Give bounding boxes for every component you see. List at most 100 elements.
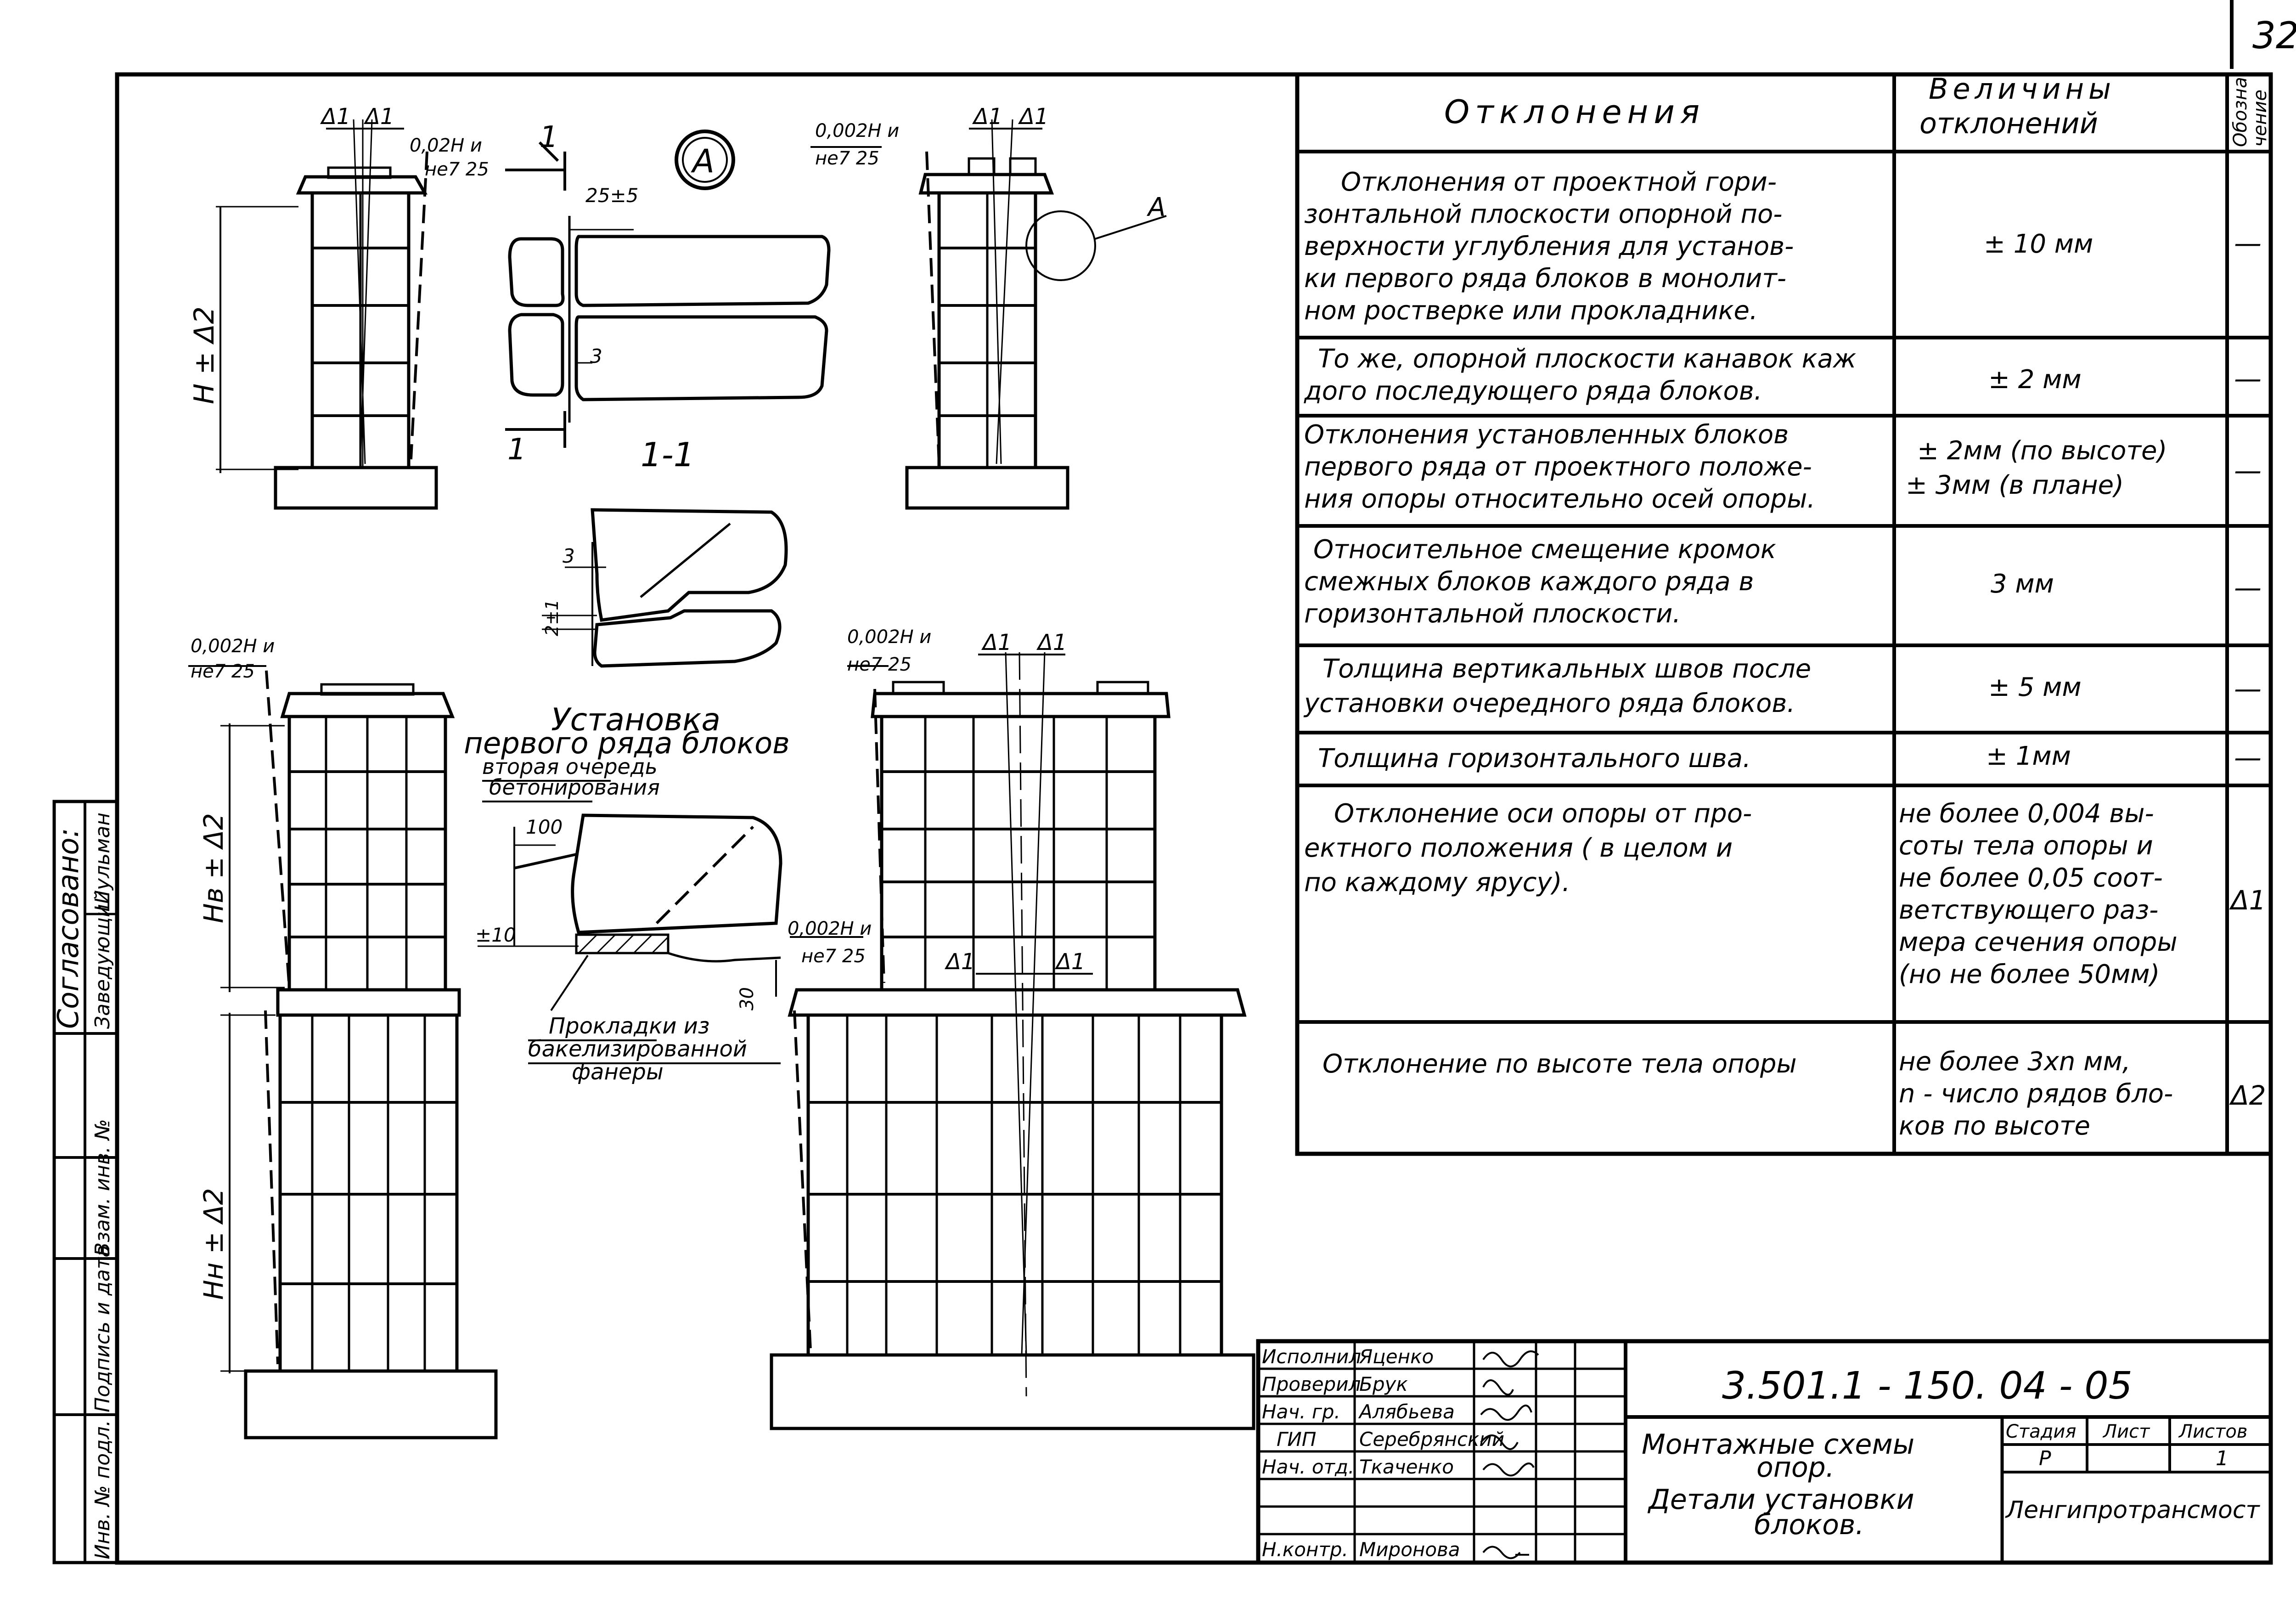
svg-text:смежных блоков каждого ряда в: смежных блоков каждого ряда в xyxy=(1304,567,1754,597)
svg-text:Яценко: Яценко xyxy=(1359,1345,1434,1368)
section-1-1 xyxy=(505,141,831,448)
cut-mark-top: 1 xyxy=(540,120,558,154)
stage-value: Р xyxy=(2039,1447,2051,1470)
install-dim-30: 30 xyxy=(737,987,758,1010)
pier2-detail-marker: А xyxy=(1147,192,1165,222)
svg-text:горизонтальной плоскости.: горизонтальной плоскости. xyxy=(1304,599,1681,629)
table-header-designation-2: чение xyxy=(2250,90,2271,147)
svg-text:по каждому ярусу).: по каждому ярусу). xyxy=(1304,868,1570,897)
pier4-dim-0002: 0,002Н и xyxy=(847,627,931,648)
title-block-grid xyxy=(1256,1339,2273,1565)
pier2-dim-ne25: не7 25 xyxy=(815,148,879,169)
detail-dim-3: 3 xyxy=(563,545,575,567)
svg-text:соты тела опоры и: соты тела опоры и xyxy=(1899,831,2153,861)
svg-text:зонтальной плоскости опорной п: зонтальной плоскости опорной по- xyxy=(1304,199,1782,229)
svg-text:Отклонение оси опоры от про-: Отклонение оси опоры от про- xyxy=(1334,799,1752,829)
pier2-delta1-a: Δ1 xyxy=(972,104,1002,130)
install-dim-10: ±10 xyxy=(475,924,516,946)
svg-text:То же, опорной плоскости канав: То же, опорной плоскости канавок каж xyxy=(1318,344,1856,374)
svg-text:Толщина горизонтального шва.: Толщина горизонтального шва. xyxy=(1318,744,1751,773)
pier4-delta1-c: Δ1 xyxy=(944,949,975,975)
svg-text:ектного положения ( в целом и: ектного положения ( в целом и xyxy=(1304,833,1733,863)
section-label: 1-1 xyxy=(641,435,695,474)
pier-elevation-2 xyxy=(810,119,1167,510)
svg-text:Исполнил: Исполнил xyxy=(1262,1345,1361,1368)
signatures xyxy=(1480,1350,1539,1559)
view-marker-letter: А xyxy=(691,142,715,180)
install-dim-100: 100 xyxy=(526,816,563,838)
svg-text:Алябьева: Алябьева xyxy=(1358,1400,1455,1423)
svg-text:—: — xyxy=(2234,742,2262,774)
side-stamp-zav-label: Заведующий xyxy=(91,891,114,1029)
table-row-7: Отклонение оси опоры от про- ектного пол… xyxy=(1304,799,2266,989)
svg-text:± 2мм (по высоте): ± 2мм (по высоте) xyxy=(1917,436,2167,466)
svg-text:n - число рядов бло-: n - число рядов бло- xyxy=(1899,1079,2173,1109)
svg-text:Проверил: Проверил xyxy=(1262,1373,1361,1395)
side-stamp-agreed: Согласовано: xyxy=(51,828,85,1029)
doc-title-2: опор. xyxy=(1756,1451,1835,1484)
pier4-delta1-a: Δ1 xyxy=(981,630,1012,655)
svg-text:—: — xyxy=(2234,455,2262,487)
svg-text:не более 0,004 вы-: не более 0,004 вы- xyxy=(1899,799,2154,829)
pier3-dim-ne25: не7 25 xyxy=(191,661,255,682)
side-stamp-zav-name: Шульман xyxy=(91,813,114,912)
pier4-dim-ne25: не7 25 xyxy=(847,654,912,675)
svg-text:Толщина вертикальных швов посл: Толщина вертикальных швов после xyxy=(1322,654,1811,684)
pier3-height-top: Нв ± Δ2 xyxy=(198,813,229,923)
svg-text:± 10 мм: ± 10 мм xyxy=(1984,229,2093,259)
svg-text:мера сечения опоры: мера сечения опоры xyxy=(1899,927,2178,957)
sheet-label: Лист xyxy=(2102,1421,2150,1442)
svg-text:3 мм: 3 мм xyxy=(1991,569,2054,599)
svg-text:ков по высоте: ков по высоте xyxy=(1899,1111,2090,1141)
svg-text:Ткаченко: Ткаченко xyxy=(1359,1456,1454,1478)
svg-text:Н.контр.: Н.контр. xyxy=(1262,1538,1348,1561)
svg-text:—: — xyxy=(2234,673,2262,705)
svg-text:(но не более 50мм): (но не более 50мм) xyxy=(1899,960,2160,989)
pier-elevation-3 xyxy=(188,665,498,1439)
table-row-3: Отклонения установленных блоков первого … xyxy=(1304,420,2262,514)
svg-text:Δ1: Δ1 xyxy=(2229,885,2266,916)
install-title-2: первого ряда блоков xyxy=(464,727,790,761)
svg-text:установки очередного ряда блок: установки очередного ряда блоков. xyxy=(1303,689,1795,718)
pier1-delta1-a: Δ1 xyxy=(320,104,350,130)
pier2-delta1-b: Δ1 xyxy=(1018,104,1048,130)
doc-title-3: Детали установки xyxy=(1647,1484,1914,1516)
svg-text:ном ростверке или прокладнике.: ном ростверке или прокладнике. xyxy=(1304,296,1758,326)
svg-text:ГИП: ГИП xyxy=(1277,1428,1316,1451)
table-row-6: Толщина горизонтального шва. ± 1мм — xyxy=(1318,741,2262,774)
table-row-8: Отклонение по высоте тела опоры не более… xyxy=(1322,1047,2266,1141)
svg-text:не более 3хn мм,: не более 3хn мм, xyxy=(1899,1047,2131,1077)
svg-text:—: — xyxy=(2234,572,2262,604)
svg-text:Относительное смещение кромок: Относительное смещение кромок xyxy=(1313,535,1776,564)
detail-dim-2-1: 2±1 xyxy=(542,599,562,636)
svg-text:± 3мм (в плане): ± 3мм (в плане) xyxy=(1906,470,2124,500)
svg-text:Отклонение по высоте тела опор: Отклонение по высоте тела опоры xyxy=(1322,1049,1797,1079)
svg-text:± 2 мм: ± 2 мм xyxy=(1988,365,2082,395)
svg-text:Отклонения от проектной гори-: Отклонения от проектной гори- xyxy=(1341,167,1777,197)
side-stamp-vzam-inv: Взам. инв. № xyxy=(91,1119,114,1256)
table-row-5: Толщина вертикальных швов после установк… xyxy=(1303,654,2262,718)
pier1-dim-002: 0,02Н и xyxy=(410,135,482,156)
view-marker-inner xyxy=(682,137,728,183)
second-stage-1: вторая очередь xyxy=(482,754,658,779)
svg-text:Отклонения установленных блоко: Отклонения установленных блоков xyxy=(1304,420,1789,450)
pier1-dim-ne25: не7 25 xyxy=(425,159,489,180)
pier3-dim-0002: 0,002Н и xyxy=(191,636,275,657)
svg-text:—: — xyxy=(2234,227,2262,260)
detail-joint xyxy=(542,508,788,668)
side-stamp-sign-date: Подпись и дата xyxy=(91,1245,114,1412)
svg-text:Брук: Брук xyxy=(1359,1373,1408,1395)
pier1-delta1-b: Δ1 xyxy=(363,104,394,130)
svg-text:± 5 мм: ± 5 мм xyxy=(1988,672,2082,702)
pads-label-1: Прокладки из xyxy=(549,1013,709,1039)
cut-mark-bottom: 1 xyxy=(507,433,526,467)
side-stamp-inv-orig: Инв. № подл. xyxy=(91,1420,114,1559)
svg-text:не более 0,05 соот-: не более 0,05 соот- xyxy=(1899,863,2163,893)
pier-elevation-4 xyxy=(770,652,1255,1430)
sheets-value: 1 xyxy=(2216,1447,2228,1470)
table-header-designation-1: Обозна xyxy=(2230,77,2251,147)
install-detail xyxy=(478,780,782,1011)
table-header-deviation: Отклонения xyxy=(1444,93,1705,131)
pier4-dim-0002-lower: 0,002Н и xyxy=(788,918,872,939)
table-header-value-1: Величины xyxy=(1929,72,2116,106)
